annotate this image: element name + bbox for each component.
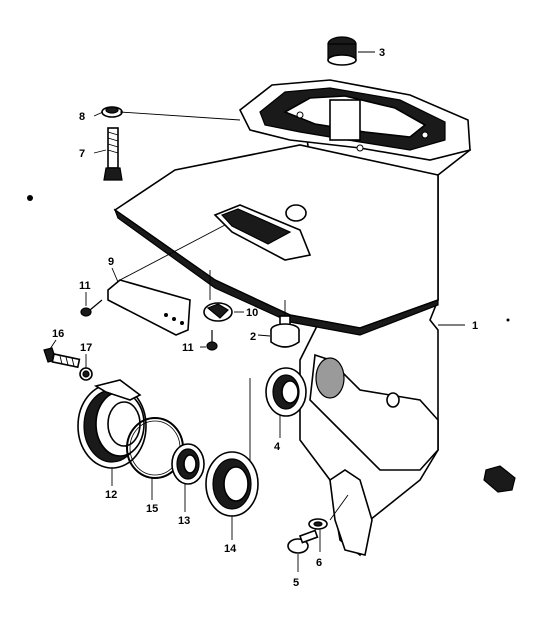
large-bearing	[205, 451, 259, 540]
label-part-17: 17	[80, 342, 92, 354]
mount-bolt-and-washer	[93, 106, 241, 181]
label-part-5: 5	[293, 577, 299, 589]
bottom-screw	[287, 529, 319, 572]
top-plug	[327, 36, 375, 66]
label-part-6: 6	[316, 557, 322, 569]
label-part-11-lower: 11	[182, 342, 194, 354]
label-part-12: 12	[105, 489, 117, 501]
plate-screw-upper	[80, 292, 103, 317]
label-part-14: 14	[224, 543, 237, 555]
water-strainer-plate	[107, 224, 226, 336]
bottom-washer	[308, 494, 349, 552]
label-part-7: 7	[79, 148, 85, 160]
shaft-bearing	[249, 367, 307, 490]
label-part-15: 15	[146, 503, 158, 515]
plate-screw-lower	[200, 330, 218, 351]
label-part-2: 2	[250, 331, 256, 343]
housing-bolt	[43, 339, 81, 369]
label-part-13: 13	[178, 515, 190, 527]
small-bearing	[171, 443, 205, 512]
gear-case-housing	[113, 79, 516, 557]
label-part-4: 4	[274, 441, 281, 453]
label-part-10: 10	[246, 307, 258, 319]
label-part-16: 16	[52, 328, 64, 340]
label-part-9: 9	[108, 256, 114, 268]
bearing-housing	[77, 379, 147, 486]
grommet	[203, 302, 244, 322]
label-part-3: 3	[379, 47, 385, 59]
label-part-8: 8	[79, 111, 85, 123]
drain-plug	[257, 300, 300, 348]
label-part-1: 1	[472, 320, 478, 332]
label-part-11-upper: 11	[79, 280, 91, 292]
bolt-washer	[79, 354, 93, 381]
